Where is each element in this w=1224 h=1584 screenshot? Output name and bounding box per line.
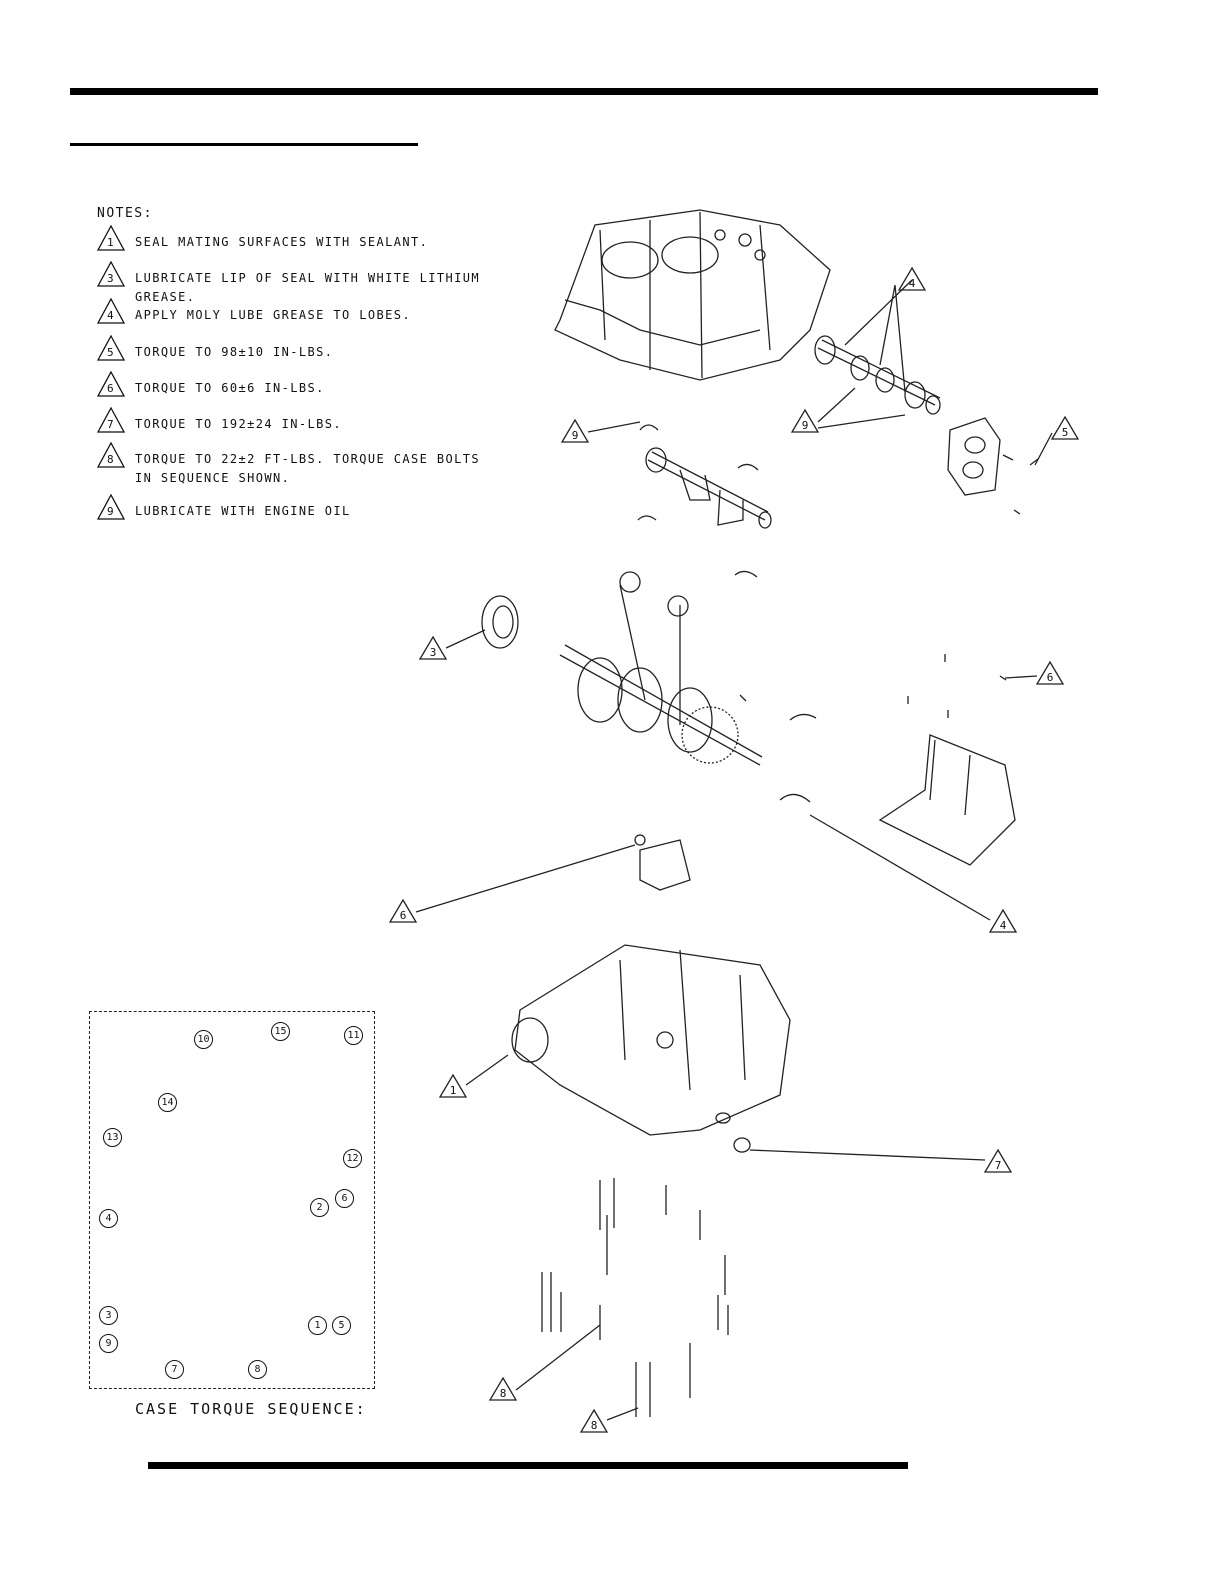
note-number: 3	[106, 272, 116, 285]
notes-title: NOTES:	[97, 206, 153, 221]
note-text: SEAL MATING SURFACES WITH SEALANT.	[135, 235, 429, 249]
sequence-number: 5	[332, 1316, 351, 1335]
note-item: 5 TORQUE TO 98±10 IN-LBS.	[97, 335, 527, 379]
note-item: 3 LUBRICATE LIP OF SEAL WITH WHITE LITHI…	[97, 261, 527, 306]
lower-crankcase	[511, 944, 791, 1153]
sequence-number: 1	[308, 1316, 327, 1335]
sequence-number: 11	[344, 1026, 363, 1045]
note-text: LUBRICATE WITH ENGINE OIL	[135, 504, 351, 518]
torque-sequence-caption: CASE TORQUE SEQUENCE:	[135, 1400, 367, 1418]
sequence-number: 7	[165, 1360, 184, 1379]
note-triangle-icon: 7	[97, 407, 125, 433]
cover-plate	[947, 417, 1039, 515]
note-number: 1	[106, 236, 116, 249]
notes-panel: NOTES: 1 SEAL MATING SURFACES WITH SEALA…	[97, 206, 527, 532]
note-item: 9 LUBRICATE WITH ENGINE OIL	[97, 494, 527, 532]
sequence-number: 2	[310, 1198, 329, 1217]
sequence-number: 12	[343, 1149, 362, 1168]
callout-9-label: 9	[572, 429, 579, 442]
callout-7-label: 7	[995, 1159, 1002, 1172]
engine-exploded-view: 4 9 9 5 3 6 6 4 1 7 8 8	[388, 209, 1080, 1433]
note-text: TORQUE TO 60±6 IN-LBS.	[135, 381, 325, 395]
note-triangle-icon: 4	[97, 298, 125, 324]
sequence-number: 9	[99, 1334, 118, 1353]
bottom-rule	[148, 1462, 908, 1469]
title-underline	[70, 143, 418, 146]
upper-crankcase	[554, 209, 831, 381]
callout-9-label: 9	[802, 419, 809, 432]
note-number: 5	[106, 346, 116, 359]
callout-8-label: 8	[591, 1419, 598, 1432]
oil-seal	[481, 595, 519, 649]
sequence-number: 10	[194, 1030, 213, 1049]
callout-1-label: 1	[450, 1084, 457, 1097]
sequence-number: 15	[271, 1022, 290, 1041]
camshaft	[814, 335, 941, 415]
note-triangle-icon: 8	[97, 442, 125, 468]
sequence-number: 13	[103, 1128, 122, 1147]
note-item: 4 APPLY MOLY LUBE GREASE TO LOBES.	[97, 298, 527, 343]
sequence-number: 4	[99, 1209, 118, 1228]
sequence-number: 3	[99, 1306, 118, 1325]
note-item: 8 TORQUE TO 22±2 FT-LBS. TORQUE CASE BOL…	[97, 442, 527, 502]
note-triangle-icon: 6	[97, 371, 125, 397]
callout-3-label: 3	[430, 646, 437, 659]
sequence-number: 14	[158, 1093, 177, 1112]
balance-shaft	[637, 424, 772, 578]
callout-6-label: 6	[1047, 671, 1054, 684]
note-text: TORQUE TO 192±24 IN-LBS.	[135, 417, 342, 431]
case-bolts	[541, 1178, 729, 1417]
note-number: 9	[106, 505, 116, 518]
note-triangle-icon: 5	[97, 335, 125, 361]
sequence-number: 8	[248, 1360, 267, 1379]
oil-pickup	[634, 834, 691, 891]
note-text: LUBRICATE LIP OF SEAL WITH WHITE LITHIUM…	[135, 271, 480, 304]
callout-4-label: 4	[909, 277, 916, 290]
case-torque-sequence-box: 10 15 11 14 13 12 2 6 4 3 1 5 9 7 8	[89, 1011, 375, 1389]
callout-8-label: 8	[500, 1387, 507, 1400]
sequence-number: 6	[335, 1189, 354, 1208]
note-item: 7 TORQUE TO 192±24 IN-LBS.	[97, 407, 527, 450]
note-number: 7	[106, 418, 116, 431]
crankshaft	[559, 571, 817, 803]
note-triangle-icon: 9	[97, 494, 125, 520]
note-text: TORQUE TO 98±10 IN-LBS.	[135, 345, 334, 359]
callout-5-label: 5	[1062, 426, 1069, 439]
note-number: 8	[106, 453, 116, 466]
note-item: 1 SEAL MATING SURFACES WITH SEALANT.	[97, 225, 527, 269]
callout-4-label: 4	[1000, 919, 1007, 932]
note-triangle-icon: 1	[97, 225, 125, 251]
note-text: TORQUE TO 22±2 FT-LBS. TORQUE CASE BOLTS…	[135, 452, 480, 485]
note-number: 6	[106, 382, 116, 395]
top-rule	[70, 88, 1098, 95]
note-text: APPLY MOLY LUBE GREASE TO LOBES.	[135, 308, 411, 322]
note-triangle-icon: 3	[97, 261, 125, 287]
note-number: 4	[106, 309, 116, 322]
callout-6-label: 6	[400, 909, 407, 922]
note-item: 6 TORQUE TO 60±6 IN-LBS.	[97, 371, 527, 415]
oil-baffle	[878, 654, 1016, 866]
